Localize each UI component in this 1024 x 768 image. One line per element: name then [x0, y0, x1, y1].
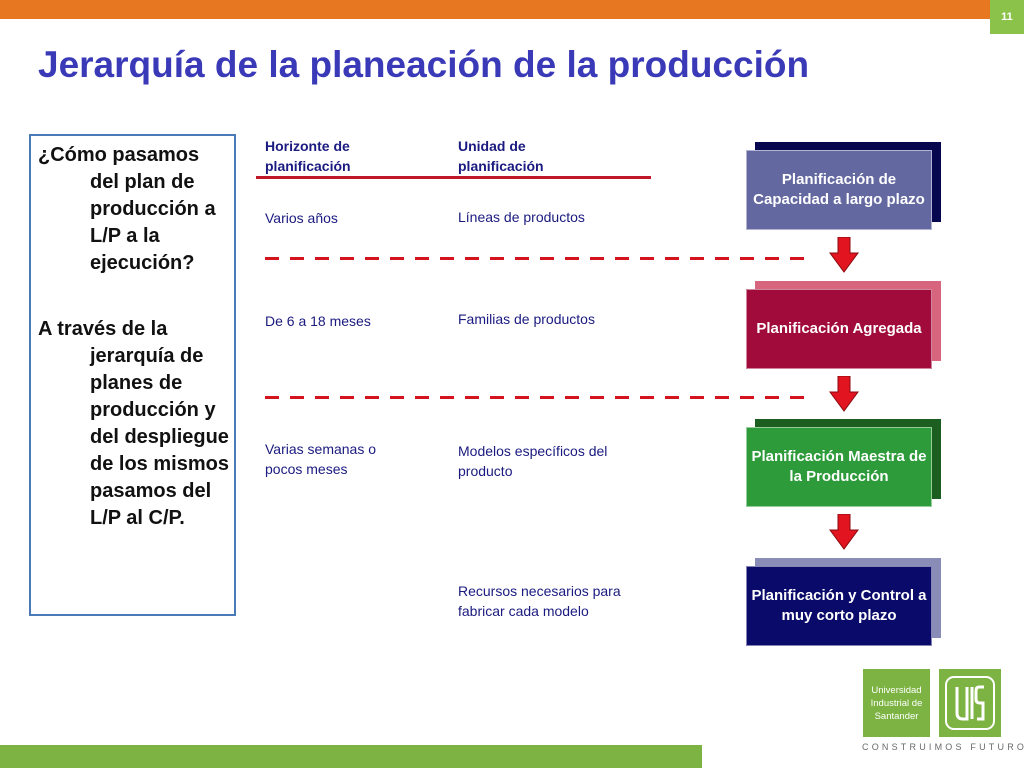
down-arrow-icon: [829, 514, 859, 550]
row-3-unit: Modelos específicos del producto: [458, 443, 608, 479]
answer-text-block: A través de la jerarquía de planes de pr…: [38, 316, 233, 532]
bottom-accent-bar: [0, 745, 702, 768]
row-4-unit: Recursos necesarios para fabricar cada m…: [458, 583, 621, 619]
level-box-master-production: Planificación Maestra de la Producción: [746, 427, 932, 507]
level-box-short-term-control: Planificación y Control a muy corto plaz…: [746, 566, 932, 646]
row-2-horizon: De 6 a 18 meses: [265, 313, 371, 329]
level-1-label: Planificación de Capacidad a largo plazo: [753, 171, 925, 208]
question-box: [29, 134, 236, 616]
uis-logo-mark-icon: [939, 669, 1001, 737]
row-1-unit: Líneas de productos: [458, 209, 585, 225]
row-2-unit: Familias de productos: [458, 311, 595, 327]
row-1-horizon: Varios años: [265, 210, 338, 226]
level-4-label: Planificación y Control a muy corto plaz…: [751, 587, 927, 624]
horizon-column-header: Horizonte de planificación: [265, 138, 351, 174]
university-name: Universidad Industrial de Santander: [870, 684, 923, 722]
top-accent-bar: [0, 0, 990, 19]
unit-column-header: Unidad de planificación: [458, 138, 544, 174]
university-logo-text: Universidad Industrial de Santander: [863, 669, 930, 737]
level-3-label: Planificación Maestra de la Producción: [751, 448, 927, 485]
level-box-long-term-capacity: Planificación de Capacidad a largo plazo: [746, 150, 932, 230]
dashed-separator-1: [265, 257, 805, 260]
slide-title: Jerarquía de la planeación de la producc…: [38, 44, 810, 85]
logo-tagline: CONSTRUIMOS FUTURO: [862, 742, 1024, 752]
header-underline: [256, 176, 651, 179]
level-box-aggregate: Planificación Agregada: [746, 289, 932, 369]
question-text: ¿Cómo pasamos del plan de producción a L…: [38, 144, 216, 274]
down-arrow-icon: [829, 376, 859, 412]
answer-text: A través de la jerarquía de planes de pr…: [38, 318, 229, 529]
dashed-separator-2: [265, 396, 805, 399]
level-2-label: Planificación Agregada: [756, 320, 922, 337]
page-number: 11: [990, 0, 1024, 34]
down-arrow-icon: [829, 237, 859, 273]
question-text-block: ¿Cómo pasamos del plan de producción a L…: [38, 142, 233, 277]
row-3-horizon: Varias semanas o pocos meses: [265, 441, 377, 477]
